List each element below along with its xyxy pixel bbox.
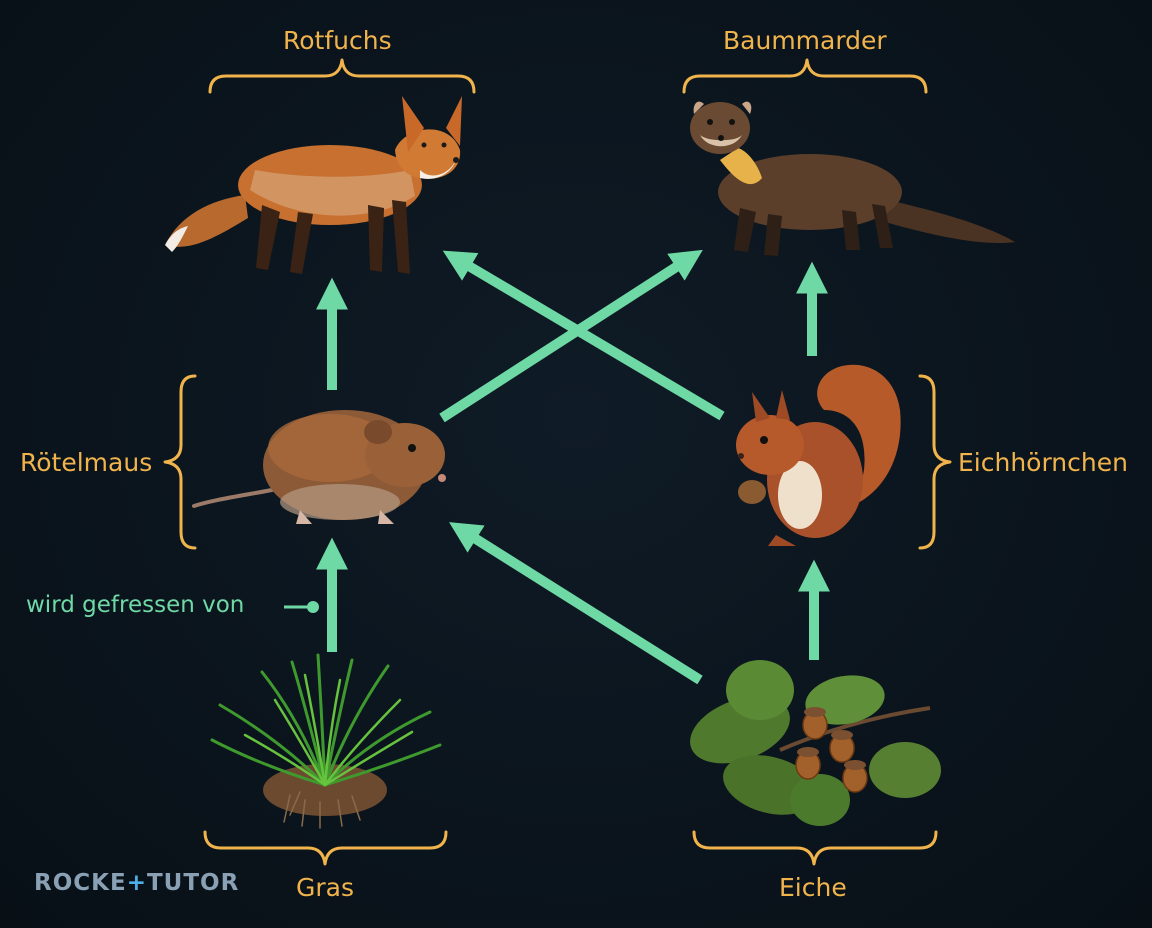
label-eiche: Eiche (779, 873, 847, 902)
arrow-oak-to-vole (449, 522, 703, 685)
brand-part1: ROCKE (34, 870, 127, 896)
bracket-vole (163, 374, 197, 550)
vole-icon (192, 410, 446, 524)
label-gras: Gras (296, 873, 354, 902)
label-baummarder: Baummarder (723, 26, 887, 55)
arrow-squirrel-to-fox (442, 250, 725, 421)
brand-plus: + (126, 870, 147, 896)
label-eichhoernchen: Eichhörnchen (958, 448, 1128, 477)
bracket-oak (692, 830, 938, 866)
brand-logo: ROCKE+TUTOR (34, 870, 239, 896)
arrow-vole-to-marten (439, 249, 703, 423)
legend-marker (284, 601, 319, 613)
brand-part2: TUTOR (146, 870, 240, 896)
marten-icon (690, 101, 1015, 256)
oak-icon (690, 660, 941, 826)
bracket-grass (203, 830, 448, 866)
bracket-squirrel (918, 374, 952, 550)
legend-text: wird gefressen von (26, 592, 245, 618)
label-rotfuchs: Rotfuchs (283, 26, 392, 55)
label-roetelmaus: Rötelmaus (20, 448, 153, 477)
squirrel-icon (736, 364, 901, 546)
grass-icon (210, 653, 442, 829)
bracket-fox (208, 58, 476, 94)
bracket-marten (682, 58, 928, 94)
fox-icon (165, 96, 462, 274)
